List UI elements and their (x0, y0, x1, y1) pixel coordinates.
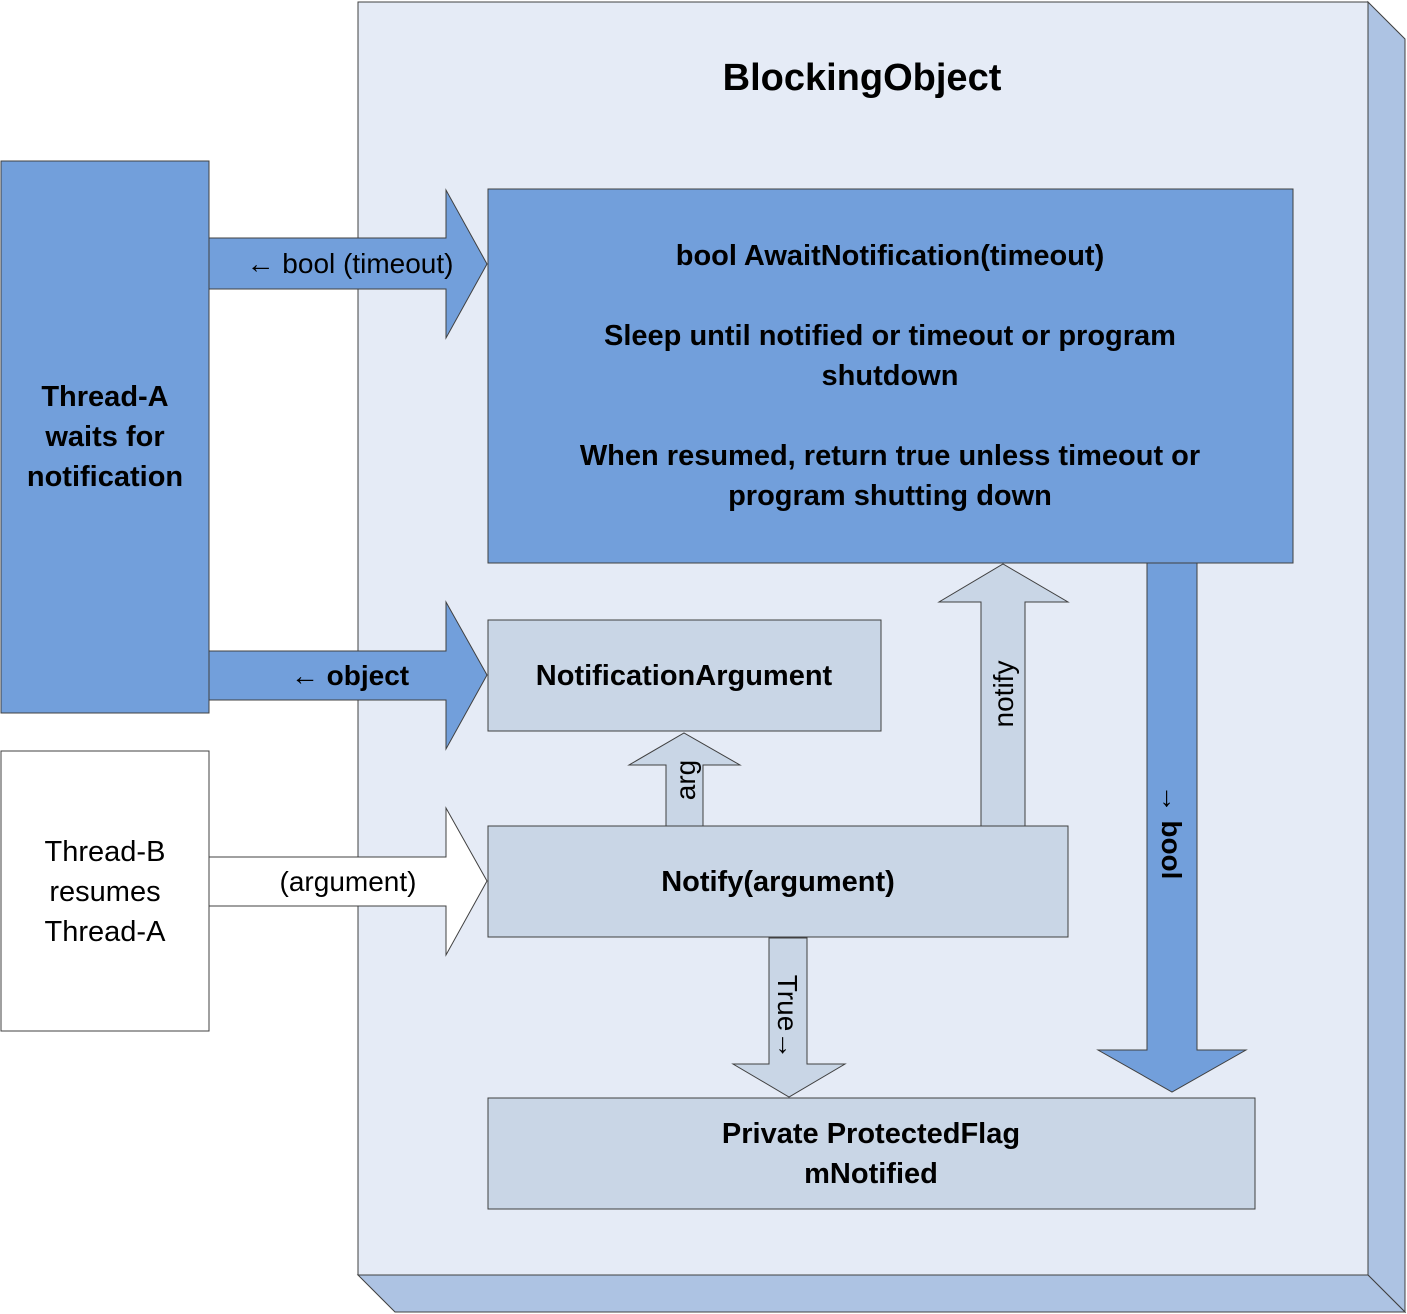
bool-down-arrow-label: → bool (1156, 785, 1187, 880)
thread-b-line3: Thread-A (45, 916, 167, 948)
await-line3b: program shutting down (728, 480, 1052, 512)
arg-arrow (627, 732, 742, 827)
arg-arrow-label: arg (670, 760, 701, 800)
await-notification-box (487, 188, 1294, 564)
thread-a-box (0, 160, 210, 714)
flag-line2: mNotified (804, 1158, 938, 1190)
await-line2b: shutdown (822, 360, 959, 392)
await-line2a: Sleep until notified or timeout or progr… (604, 320, 1176, 352)
notify-arrow (937, 563, 1070, 827)
thread-b-box (0, 750, 210, 1032)
await-signature: bool AwaitNotification(timeout) (676, 240, 1105, 272)
container-bottom-face (356, 1274, 1407, 1313)
flag-line1: Private ProtectedFlag (722, 1118, 1020, 1150)
argument-arrow (208, 806, 488, 957)
object-arrow (208, 600, 488, 751)
container-right-face (1367, 0, 1406, 1314)
notify-label: Notify(argument) (661, 866, 895, 898)
notification-argument-box (487, 619, 882, 732)
notification-argument-label: NotificationArgument (536, 660, 833, 692)
await-line3a: When resumed, return true unless timeout… (580, 440, 1200, 472)
argument-arrow-label: (argument) (280, 866, 417, 897)
thread-a-line1: Thread-A (41, 381, 168, 413)
thread-a-line2: waits for (44, 421, 164, 453)
thread-a-line3: notification (27, 461, 183, 493)
protected-flag-box (487, 1097, 1256, 1210)
timeout-arrow-label: ← bool (timeout) (247, 248, 454, 279)
true-arrow-label: True→ (772, 975, 803, 1060)
timeout-arrow (208, 188, 488, 340)
notify-box (487, 825, 1069, 938)
notify-arrow-label: notify (988, 661, 1019, 728)
bool-down-arrow (1096, 562, 1248, 1093)
object-arrow-label: ← object (291, 660, 409, 691)
thread-b-line2: resumes (49, 876, 160, 908)
thread-b-line1: Thread-B (45, 836, 166, 868)
true-arrow (731, 937, 847, 1098)
container-title: BlockingObject (723, 57, 1002, 99)
